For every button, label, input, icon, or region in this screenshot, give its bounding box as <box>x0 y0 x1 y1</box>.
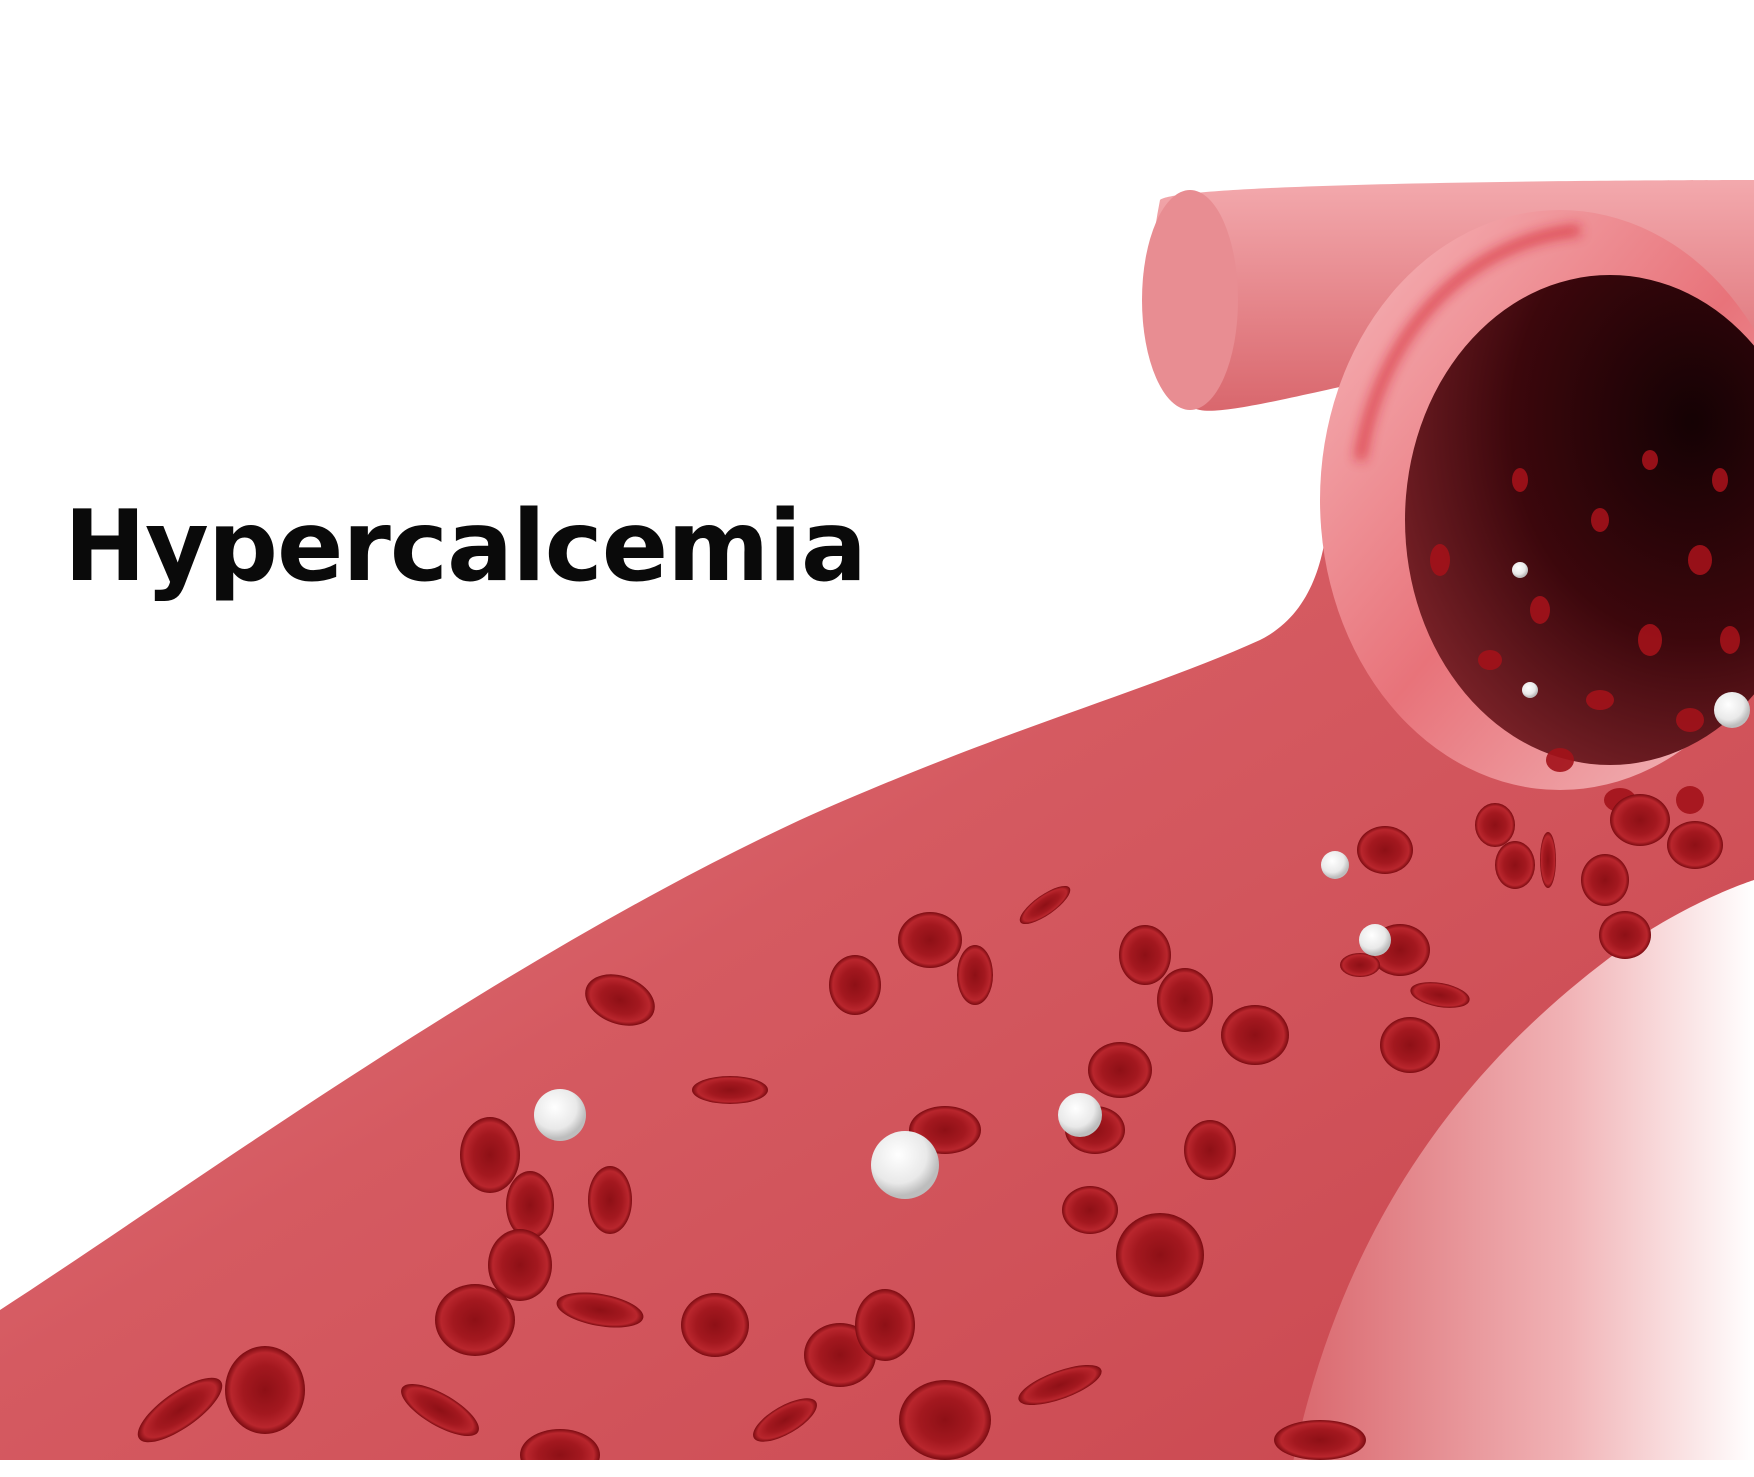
page-title: Hypercalcemia <box>64 490 867 604</box>
vessel-opening-lumen <box>1405 275 1754 765</box>
lumen-red-cells <box>1430 450 1740 814</box>
vessel-main-body <box>0 420 1754 1477</box>
vessel-back-tube-end <box>1142 190 1238 410</box>
vessel-rim-highlight <box>1355 225 1581 461</box>
vessel-lower-wall <box>1290 880 1754 1477</box>
white-blood-cells <box>534 562 1750 1199</box>
bottom-border <box>0 1460 1754 1477</box>
red-blood-cells <box>137 794 1723 1477</box>
